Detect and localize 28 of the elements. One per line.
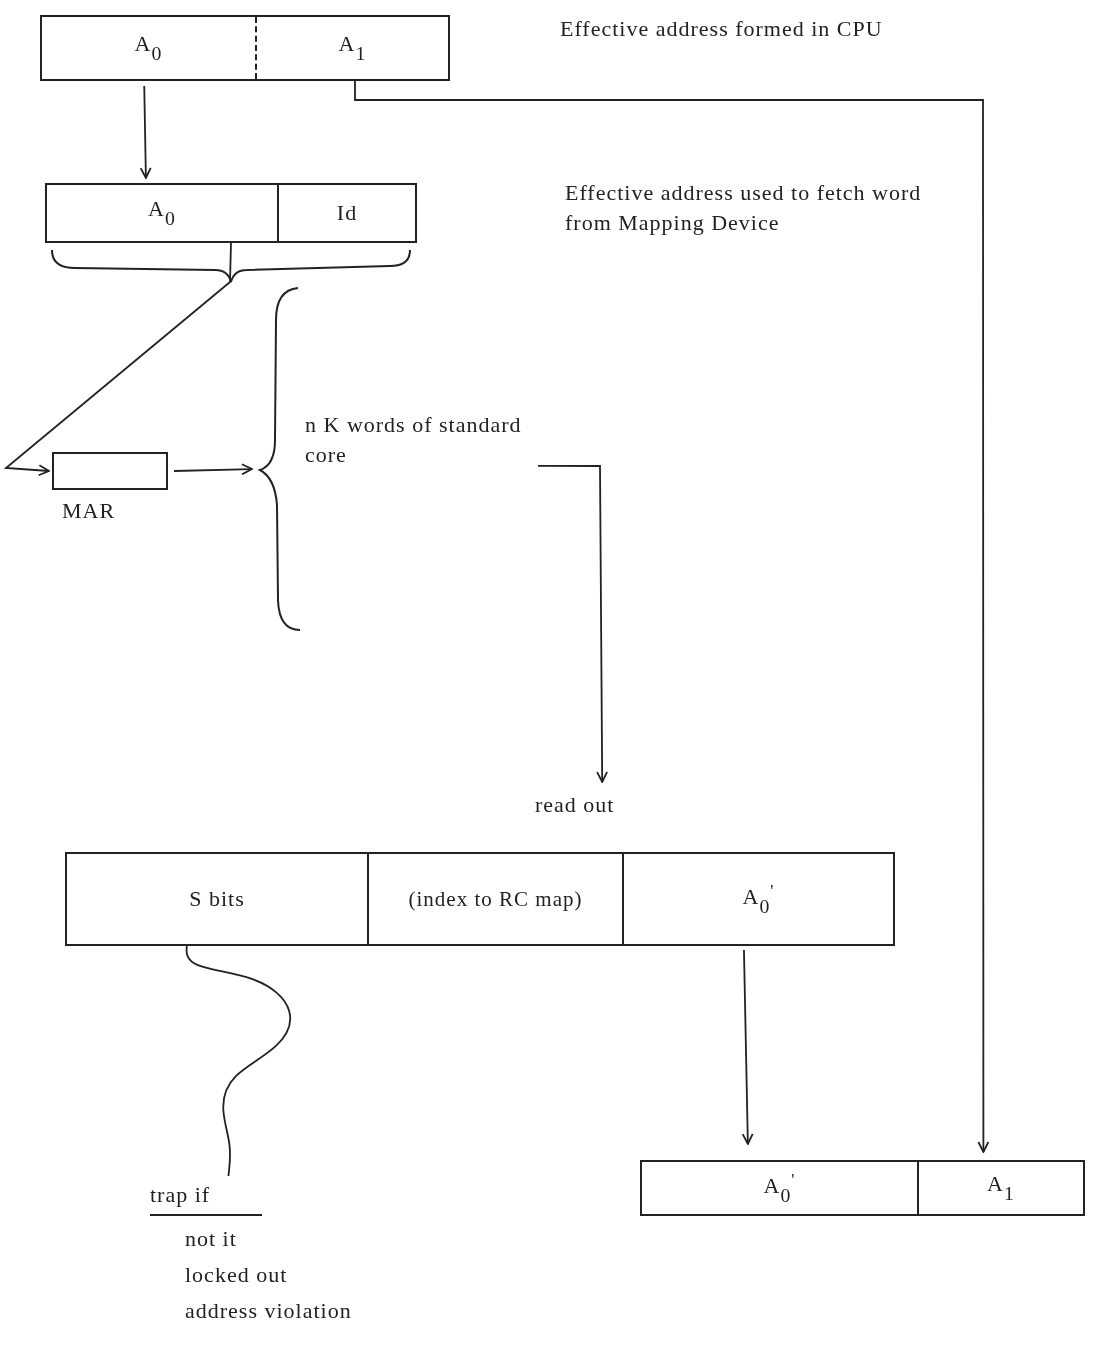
register-box <box>52 452 168 490</box>
connector-line <box>185 943 291 1177</box>
field-cell: A$_{0}$ <box>134 32 163 64</box>
arrow <box>741 949 754 1145</box>
field-cell: (index to RC map) <box>408 887 583 910</box>
arrow <box>173 463 253 476</box>
arrow <box>354 80 990 1153</box>
register-box <box>65 852 895 946</box>
arrow <box>537 465 609 783</box>
annotation-text: Effective address used to fetch word from Mapping Device <box>565 179 923 237</box>
field-cell: A$_{0}$ <box>148 197 176 229</box>
field-cell: A$_{1}$ <box>338 32 367 64</box>
flow-label: read out <box>535 790 675 824</box>
register-box <box>45 183 417 243</box>
register-caption: MAR <box>62 497 116 525</box>
register-box <box>40 15 450 81</box>
condition-text: not it <box>185 1225 237 1253</box>
arrow <box>139 85 152 179</box>
condition-text: locked out <box>185 1261 288 1289</box>
register-box <box>640 1160 1085 1216</box>
arrow <box>3 242 232 477</box>
annotation-text: Effective address formed in CPU <box>560 15 884 43</box>
field-cell: Id <box>336 201 358 225</box>
field-cell: S bits <box>189 887 245 911</box>
field-cell: A$_{1}$ <box>987 1172 1015 1204</box>
memory-label: n K words of standard core <box>305 411 523 469</box>
trap-heading: trap if <box>150 1180 262 1216</box>
condition-text: address violation <box>185 1297 352 1325</box>
